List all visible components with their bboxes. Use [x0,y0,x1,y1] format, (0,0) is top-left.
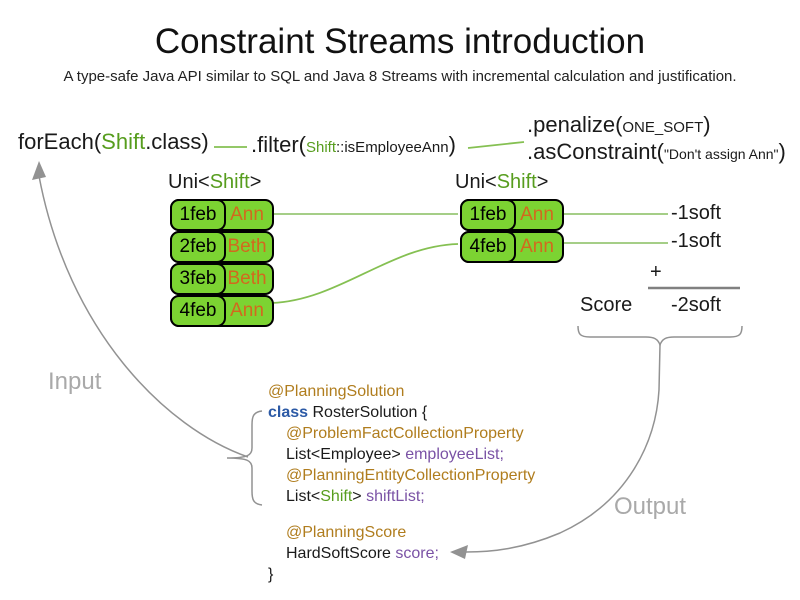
penalize-post: ) [703,112,711,137]
score-brace [577,325,743,348]
date-cell: 1feb [460,199,516,231]
stream-connector-4feb [271,243,459,304]
code-line: List<Employee> employeeList; [268,444,535,465]
foreach-pre: forEach( [18,129,102,154]
employee-name: Beth [227,268,267,289]
code-token-plain: } [268,566,274,583]
filter-post: ) [448,132,456,157]
code-token-plain: List<Employee> [286,446,406,463]
code-token-field: score; [395,545,439,562]
code-token-field: employeeList; [405,446,504,463]
foreach-post: .class) [145,129,209,154]
date-cell: 3feb [170,263,226,295]
page-subtitle: A type-safe Java API similar to SQL and … [63,68,737,85]
foreach-type: Shift [101,129,146,154]
left-uni-pre: Uni< [168,171,210,193]
code-token-annotation: @PlanningEntityCollectionProperty [286,467,536,484]
asconstraint-pre: .asConstraint( [527,139,664,164]
code-line: @PlanningSolution [268,381,535,402]
code-token-annotation: @ProblemFactCollectionProperty [286,425,524,442]
penalty-1: -1soft [671,202,722,224]
code-line: } [268,564,535,585]
filter-pre: .filter( [251,132,306,157]
employee-name: Ann [520,204,554,225]
code-line: @ProblemFactCollectionProperty [268,423,535,444]
left-stream-label: Uni<Shift> [168,171,261,194]
code-brace [226,410,263,506]
filter-arg-type: Shift [306,139,337,156]
code-line: @PlanningScore [268,522,535,543]
right-uni-pre: Uni< [455,171,497,193]
employee-name: Ann [230,300,264,321]
date-cell: 4feb [460,231,516,263]
roster-solution-code: @PlanningSolution class RosterSolution { @… [268,381,535,585]
employee-name: Beth [227,236,267,257]
filter-call: .filter(Shift::isEmployeeAnn) [251,132,456,158]
score-label: Score [580,294,633,316]
employee-name: Ann [520,236,554,257]
right-uni-post: > [536,171,549,193]
left-uni-type: Shift [209,171,250,193]
output-label: Output [614,493,687,520]
penalize-call: .penalize(ONE_SOFT) [527,112,711,138]
left-uni-post: > [249,171,262,193]
code-token-plain: > [352,488,367,505]
code-line: @PlanningEntityCollectionProperty [268,465,535,486]
penalty-2: -1soft [671,230,722,252]
code-token-plain: List< [286,488,321,505]
flow-connector-2 [467,141,525,149]
score-total: -2soft [671,294,722,316]
code-token-type: Shift [320,488,353,505]
asconstraint-post: ) [778,139,786,164]
date-cell: 4feb [170,295,226,327]
employee-name: Ann [230,204,264,225]
foreach-call: forEach(Shift.class) [18,129,209,155]
code-line: HardSoftScore score; [268,543,535,564]
date-cell: 1feb [170,199,226,231]
asconstraint-arg: "Don't assign Ann" [663,146,779,162]
input-label: Input [48,368,102,395]
code-token-plain: RosterSolution { [308,404,428,421]
right-stream-label: Uni<Shift> [455,171,548,194]
input-arrowhead-icon [32,161,46,180]
date-cell: 2feb [170,231,226,263]
plus-sign: + [650,261,662,283]
right-uni-type: Shift [496,171,537,193]
code-token-keyword: class [268,404,309,421]
filter-arg-rest: ::isEmployeeAnn [336,139,449,156]
penalize-arg: ONE_SOFT [622,119,704,136]
asconstraint-call: .asConstraint("Don't assign Ann") [527,139,786,165]
code-token-field: shiftList; [366,488,425,505]
code-line: List<Shift> shiftList; [268,486,535,507]
code-line [268,507,535,522]
code-token-plain: HardSoftScore [286,545,396,562]
page-title: Constraint Streams introduction [154,22,646,61]
code-line: class RosterSolution { [268,402,535,423]
code-token-annotation: @PlanningScore [286,524,407,541]
code-token-annotation: @PlanningSolution [268,383,405,400]
penalize-pre: .penalize( [527,112,623,137]
